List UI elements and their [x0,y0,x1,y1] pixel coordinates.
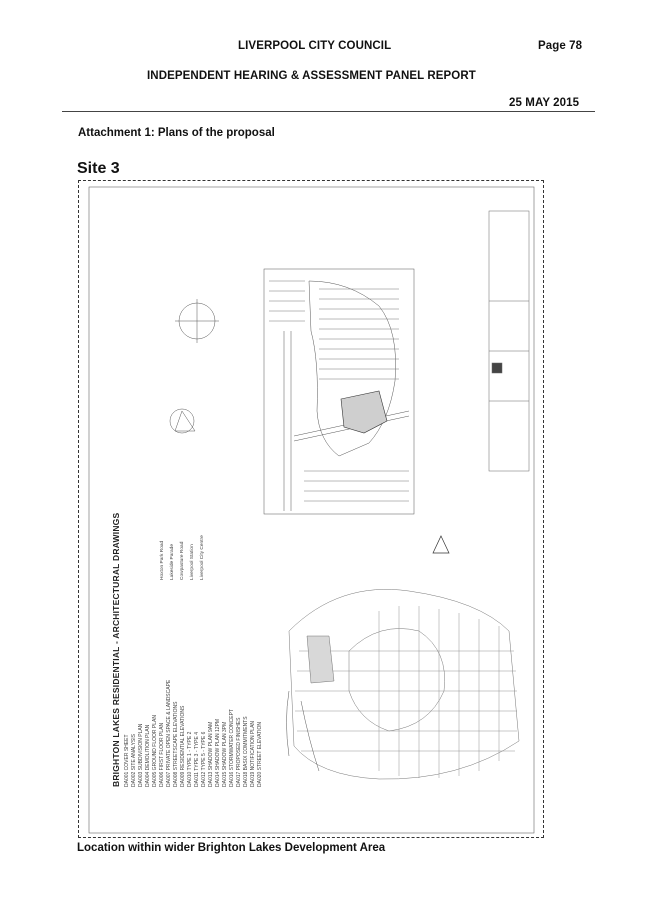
sheet-list-item: DA012 TYPE 5 - TYPE 6 [201,731,207,787]
lower-context-plan [286,589,520,780]
upper-site-plan [263,268,415,515]
sheet-list-item: DA009 RESIDENTIAL ELEVATIONS [180,705,186,787]
sheet-list-item: DA010 TYPE 1 - TYPE 2 [187,731,193,787]
site-title: Site 3 [77,160,120,177]
compass-north-arrow [169,299,219,434]
sheet-list-item: DA013 SHADOW PLAN 9AM [208,721,214,787]
drawing-title: BRIGHTON LAKES RESIDENTIAL - ARCHITECTUR… [111,512,121,787]
title-block [488,210,530,472]
sheet-list-item: DA006 FIRST FLOOR PLAN [159,722,165,787]
sheet-list-item: DA014 SHADOW PLAN 12PM [215,718,221,787]
sheet-list-item: DA011 TYPE 3 - TYPE 4 [194,731,200,787]
attachment-title: Attachment 1: Plans of the proposal [78,127,275,139]
sheet-list-item: DA007 PRIVATE OPEN SPACE & LANDSCAPE [166,679,172,787]
site-plan-drawing [88,186,535,834]
sheet-list-item: DA017 PROPOSED FINISHES [236,717,242,787]
sheet-list-item: DA015 SHADOW PLAN 3PM [222,721,228,787]
location-note: Liverpool City Centre [200,535,205,580]
sheet-list-item: DA008 STREETSCAPE ELEVATIONS [173,701,179,787]
sheet-list-item: DA016 STORMWATER CONCEPT [229,709,235,787]
report-date: 25 MAY 2015 [509,97,580,109]
report-title: INDEPENDENT HEARING & ASSESSMENT PANEL R… [147,70,476,82]
sheet-list-item: DA004 DEMOLITION PLAN [145,724,151,787]
figure-caption: Location within wider Brighton Lakes Dev… [77,842,386,854]
sheet-list-item: DA020 STREET ELEVATION [257,721,263,787]
location-note: Lakeside Parade [170,543,175,580]
header-divider [62,111,595,112]
sheet-list-item: DA002 SITE ANALYSIS [131,734,137,787]
site-3-hatched-area [340,390,388,434]
sheet-list-item: DA018 BASIX COMMITMENTS [243,716,249,787]
sheet-list-item: DA003 SUBDIVISION PLAN [138,723,144,787]
small-north-symbol [432,535,450,554]
council-name: LIVERPOOL CITY COUNCIL [238,40,392,52]
sheet-list-item: DA001 COVER SHEET [124,734,130,787]
page-number: Page 78 [538,40,583,52]
location-note: Liverpool Station [190,544,195,580]
location-note: Cowpasture Road [180,541,185,580]
sheet-list-item: DA005 GROUND FLOOR PLAN [152,715,158,787]
sheet-list-item: DA019 NOTIFICATION PLAN [250,720,256,787]
location-note: Hoxton Park Road [160,540,165,580]
architectural-drawing-sheet [78,180,544,838]
